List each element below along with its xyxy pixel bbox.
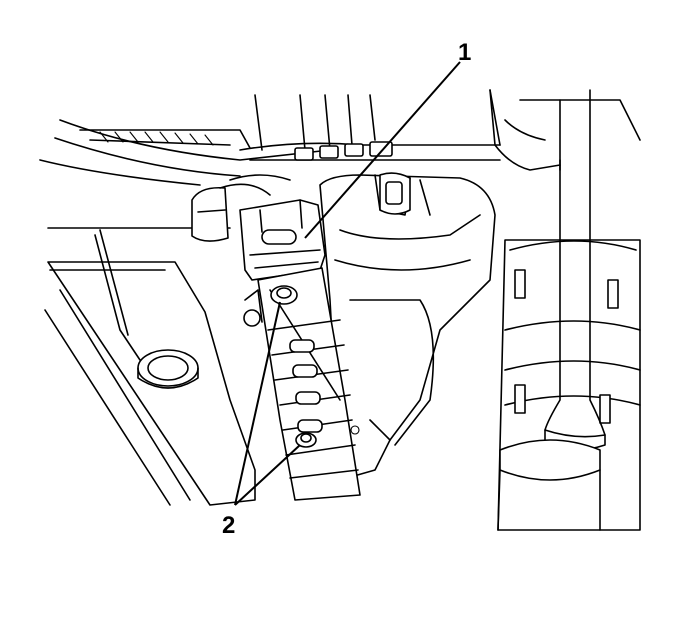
leader-2a — [234, 301, 281, 506]
harness-connector-left — [191, 174, 291, 242]
harness-channel — [257, 267, 361, 501]
filler-pipe — [497, 89, 606, 531]
leader-2b — [234, 444, 301, 506]
callout-1: 1 — [458, 39, 471, 66]
leader-lines — [234, 61, 461, 506]
bolt-side — [243, 289, 263, 327]
tube-connectors — [294, 141, 393, 161]
harness-bracket — [239, 199, 326, 281]
callout-2: 2 — [222, 512, 235, 539]
tank-connector — [379, 172, 411, 215]
leader-1 — [304, 61, 461, 239]
fastener-lower — [295, 432, 317, 448]
fastener-upper — [270, 285, 298, 305]
upper-lines-bundle — [39, 89, 501, 186]
grommet — [137, 349, 199, 389]
left-frame-rail — [44, 227, 256, 506]
